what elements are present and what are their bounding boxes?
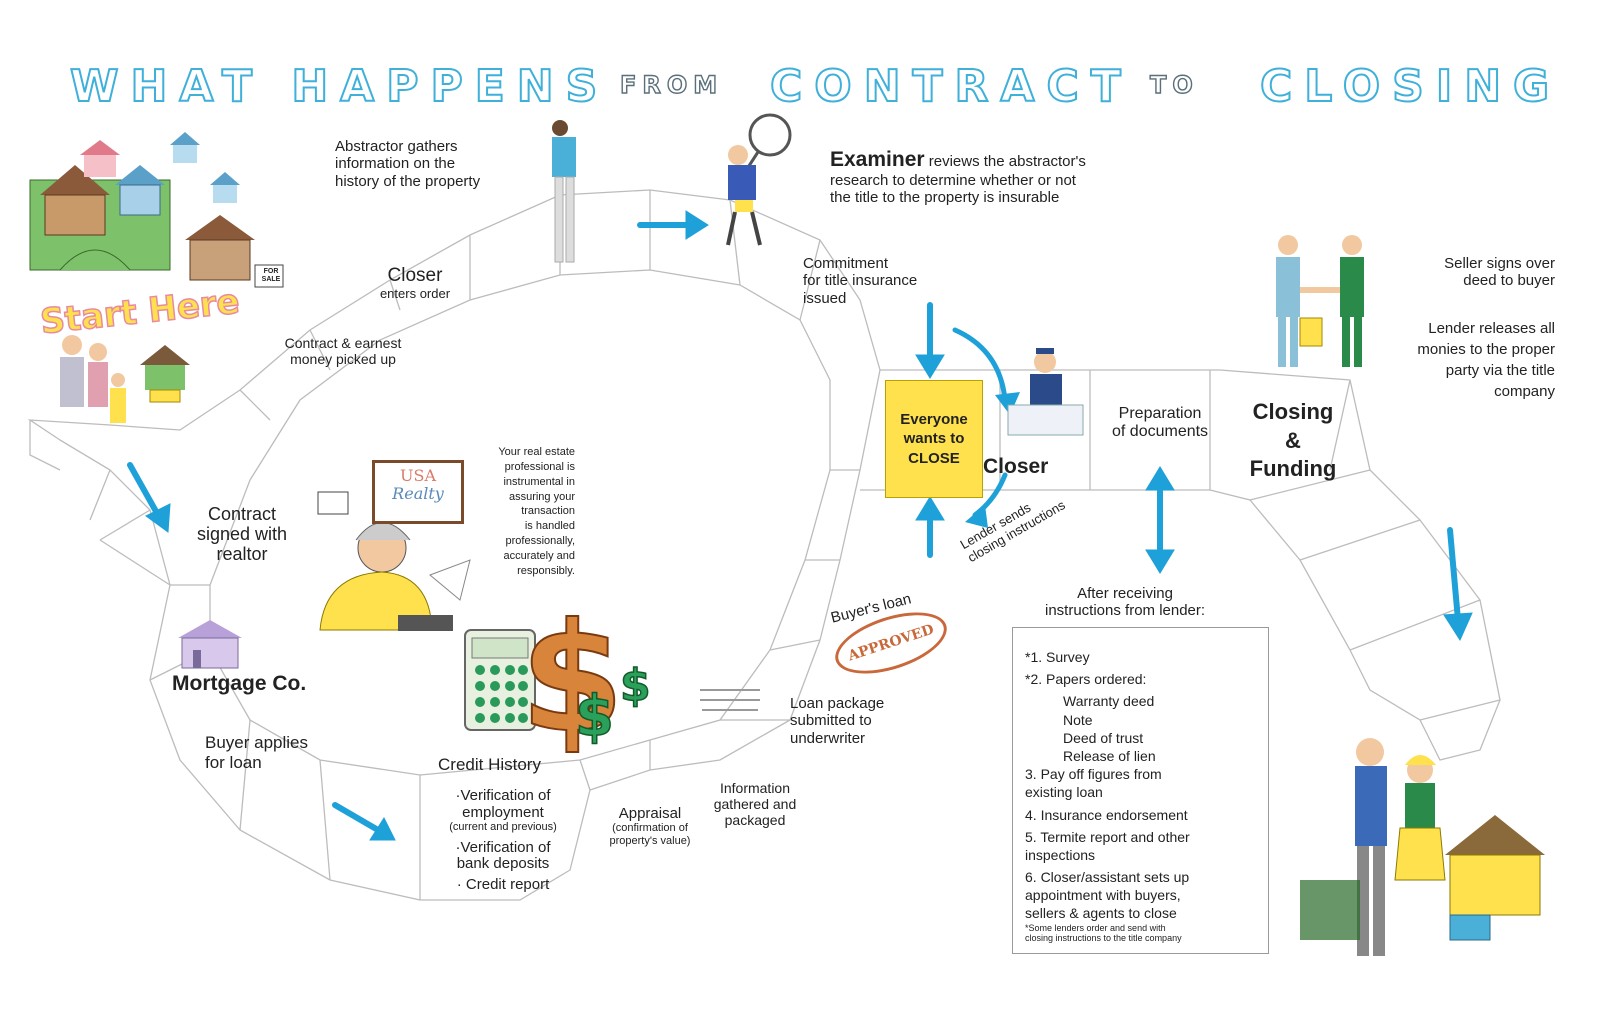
- realtor-phone-icon: [317, 491, 471, 631]
- checklist-item: *1. Survey: [1025, 649, 1090, 665]
- mortgage-co-label: Mortgage Co.: [172, 672, 307, 695]
- checklist-item: 6. Closer/assistant sets up appointment …: [1025, 869, 1190, 922]
- svg-text:$: $: [575, 684, 614, 749]
- checklist-item: 3. Pay off figures from existing loan: [1025, 766, 1162, 801]
- document-stack-icon: [700, 689, 760, 711]
- checklist-footnote: *Some lenders order and send with closin…: [1025, 923, 1182, 944]
- after-receiving-text: After receiving instructions from lender…: [1045, 585, 1206, 620]
- appraisal-sub: (confirmation of property's value): [609, 822, 691, 847]
- magnifier-person-icon: [726, 113, 792, 246]
- closer-enters-title: Closer: [387, 265, 443, 286]
- checklist-item: 5. Termite report and other inspections: [1025, 828, 1190, 863]
- checklist-item: 4. Insurance endorsement: [1025, 806, 1188, 823]
- closer-enters-sub: enters order: [379, 285, 451, 301]
- commitment-text: Commitment for title insurance issued: [803, 255, 918, 307]
- dollar-icon: $ $ $: [519, 591, 651, 767]
- examiner-name: Examiner: [830, 148, 925, 171]
- checklist: *1. Survey *2. Papers ordered: Warranty de…: [1025, 648, 1260, 927]
- contract-earnest-text: Contract & earnest money picked up: [284, 335, 402, 368]
- checklist-box: *1. Survey *2. Papers ordered: Warranty de…: [1012, 627, 1269, 954]
- credit-report: · Credit report: [456, 875, 550, 893]
- title-part-closing: CLOSING: [1259, 60, 1562, 112]
- checklist-sub-item: Release of lien: [1063, 747, 1156, 764]
- house-icon: [178, 620, 242, 669]
- family-icon: [60, 335, 190, 423]
- realtor-note: Your real estate professional is instrum…: [498, 446, 575, 577]
- verification-block: ·Verification of employment (current and…: [428, 787, 578, 893]
- title-part-contract: CONTRACT: [769, 60, 1133, 112]
- arrow-head: [915, 496, 945, 521]
- person-icon: [552, 120, 576, 263]
- for-sale-sign: FOR SALE: [261, 268, 281, 284]
- path-outline: [27, 189, 1501, 901]
- contract-signed-text: Contract signed with realtor: [196, 504, 288, 564]
- arrow-curve-to-closer: [952, 327, 1008, 403]
- realty-sign-line1: USA: [400, 466, 436, 485]
- appraisal-block: Appraisal (confirmation of property's va…: [595, 805, 705, 848]
- examiner-text-1: reviews the abstractor's: [928, 153, 1086, 170]
- svg-text:$: $: [620, 660, 651, 711]
- arrow-head: [685, 210, 709, 240]
- arrow-head: [915, 354, 945, 379]
- buyer-applies-text: Buyer applies for loan: [205, 733, 309, 772]
- checklist-sub-item: Deed of trust: [1063, 729, 1144, 746]
- calculator-icon: [464, 629, 536, 731]
- arrow-start-down: [127, 462, 161, 518]
- title-part-from: FROM: [619, 71, 724, 100]
- checklist-sub-item: Warranty deed: [1063, 693, 1155, 710]
- verification-bank: ·Verification of bank deposits: [455, 838, 551, 873]
- flow-arrows: [127, 210, 1473, 841]
- preparation-text: Preparation of documents: [1112, 405, 1209, 441]
- closing-funding-text: Closing & Funding: [1249, 399, 1337, 482]
- loan-package-text: Loan package submitted to underwriter: [790, 695, 885, 747]
- credit-history-label: Credit History: [438, 755, 541, 774]
- realty-sign-line2: Realty: [392, 483, 444, 503]
- closer-label: Closer: [983, 455, 1049, 478]
- abstractor-text: Abstractor gathers information on the hi…: [335, 138, 481, 190]
- arrow-head: [965, 505, 988, 528]
- house-icon: [1300, 815, 1545, 941]
- verification-employment: ·Verification of employment: [455, 787, 551, 821]
- arrow-funding-down: [1447, 527, 1461, 623]
- everyone-close-box: Everyone wants to CLOSE: [885, 380, 983, 498]
- closer-enters-order: Closer enters order: [360, 265, 470, 302]
- checklist-item: *2. Papers ordered:: [1025, 671, 1147, 688]
- info-gathered-text: Information gathered and packaged: [713, 780, 797, 829]
- examiner-text-2: research to determine whether or not the…: [830, 172, 1076, 207]
- svg-text:$: $: [520, 592, 624, 766]
- handshake-icon: [1276, 235, 1364, 367]
- couple-icon: [1355, 738, 1446, 956]
- checklist-sub-item: Note: [1063, 711, 1093, 728]
- seller-signs-text: Seller signs over deed to buyer: [1444, 255, 1555, 290]
- verification-employment-sub: (current and previous): [449, 821, 557, 833]
- arrow-head: [995, 392, 1020, 415]
- appraisal-label: Appraisal: [618, 805, 682, 822]
- house-cluster-icon: [29, 132, 284, 288]
- realty-sign: USA Realty: [372, 460, 464, 524]
- title-part-to: TO: [1149, 71, 1199, 100]
- person-at-desk-icon: [1007, 348, 1084, 436]
- arrow-buyer-to-verification: [332, 802, 381, 833]
- title-part-what-happens: WHAT HAPPENS: [69, 60, 610, 112]
- lender-releases-text: Lender releases all monies to the proper…: [1417, 320, 1555, 400]
- examiner-text: Examiner reviews the abstractor's resear…: [830, 148, 1170, 207]
